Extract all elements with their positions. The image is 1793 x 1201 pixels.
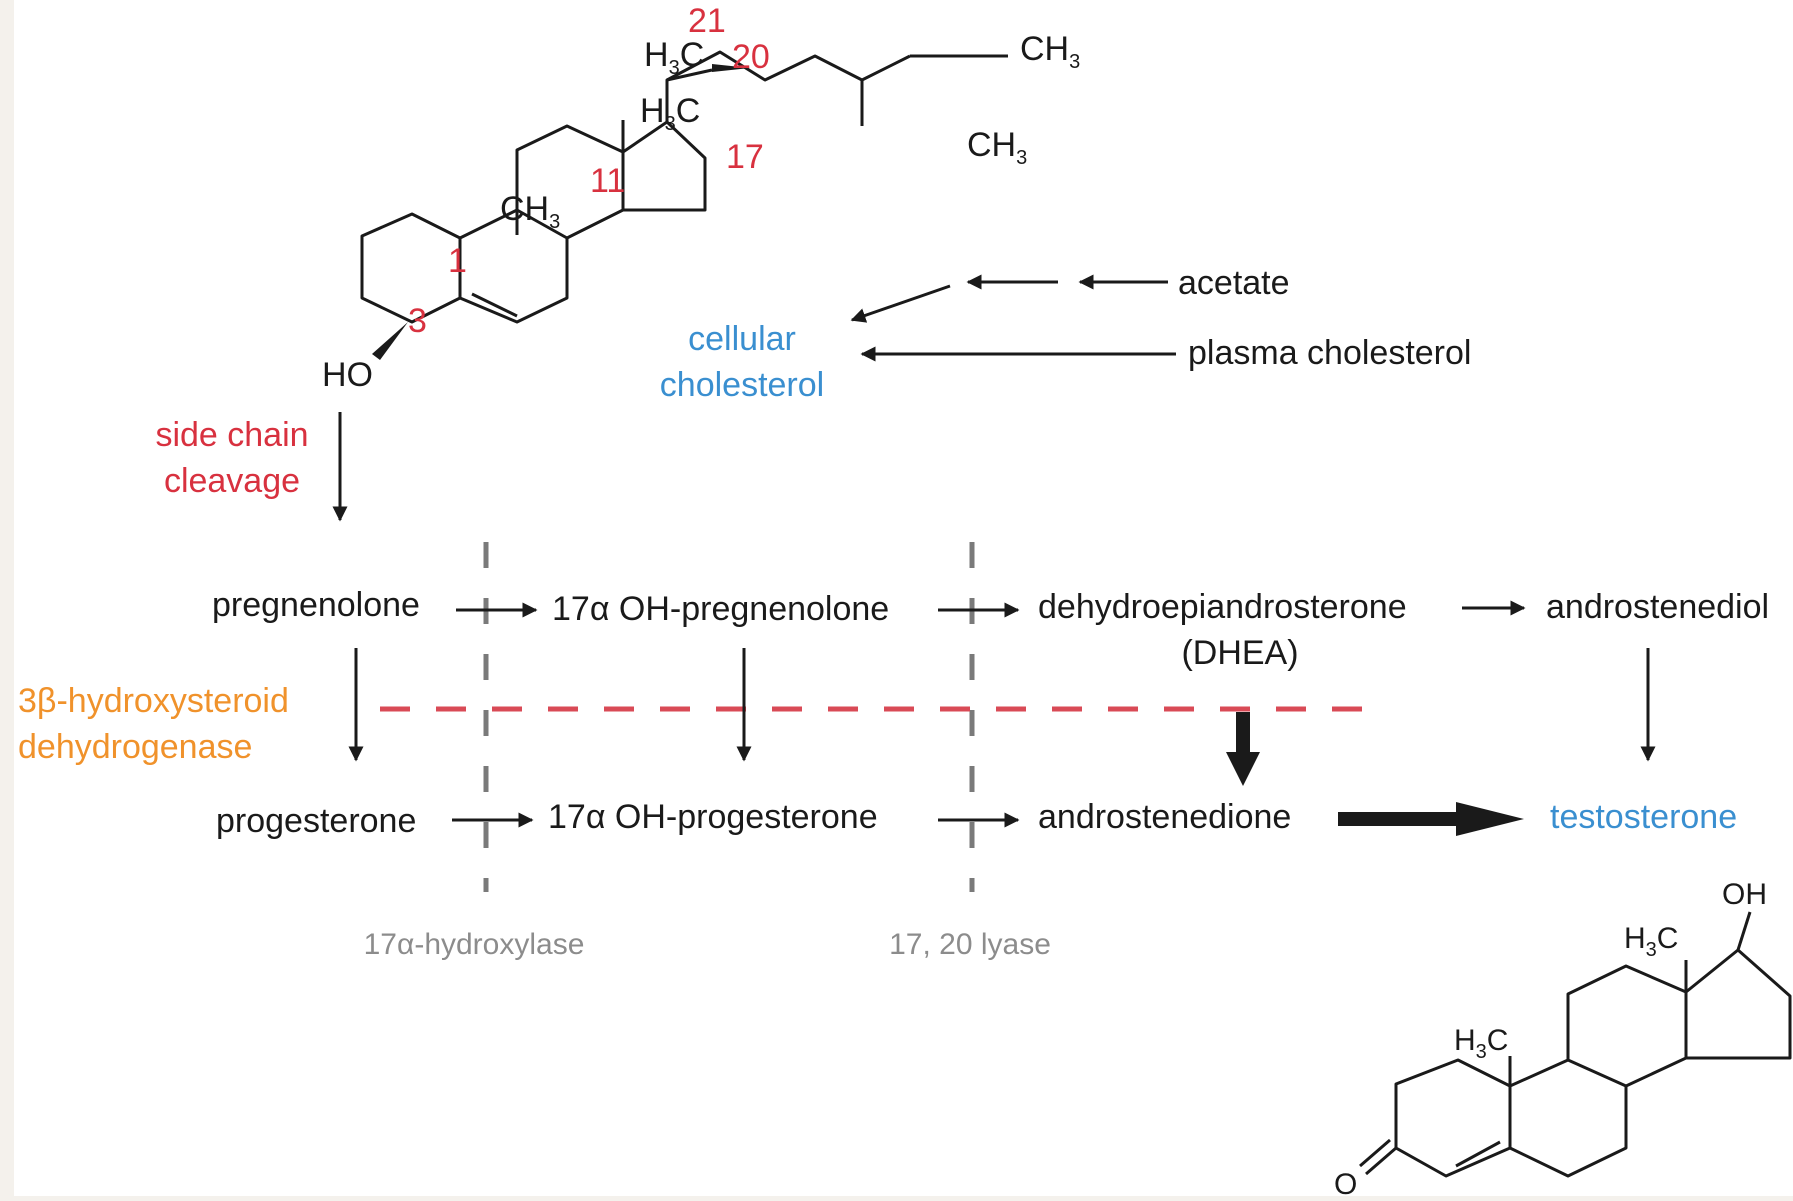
hsd-label-line1: 3β-hydroxysteroid bbox=[18, 682, 289, 720]
t-ring-c bbox=[1566, 964, 1688, 1088]
plasma-cholesterol-label: plasma cholesterol bbox=[1188, 334, 1471, 372]
ring-b bbox=[459, 208, 569, 324]
lyase-label: 17, 20 lyase bbox=[889, 928, 1051, 961]
cellular-cholesterol-label-line2: cholesterol bbox=[660, 366, 824, 404]
progesterone-label: progesterone bbox=[216, 802, 416, 840]
pregnenolone-label: pregnenolone bbox=[212, 586, 420, 624]
t-oh-bond bbox=[1736, 911, 1752, 951]
c13-methyl-label: H3C bbox=[640, 92, 700, 135]
oh-progesterone-label: 17α OH-progesterone bbox=[548, 798, 878, 836]
t-c10-methyl-label: H3C bbox=[1454, 1024, 1508, 1063]
ring-d bbox=[622, 120, 707, 212]
hydroxylase-label: 17α-hydroxylase bbox=[364, 928, 585, 961]
pathway-row-delta4: progesterone 17α OH-progesterone androst… bbox=[216, 798, 1291, 840]
androstenedione-label: androstenedione bbox=[1038, 798, 1291, 836]
ring-number-21: 21 bbox=[688, 2, 726, 40]
t-ring-a-double-bond bbox=[1455, 1140, 1501, 1168]
t-ring-d bbox=[1685, 948, 1792, 1060]
diagram-panel bbox=[14, 0, 1793, 1196]
ho-label: HO bbox=[322, 356, 373, 394]
testosterone-group-labels: OH H3C H3C O bbox=[1334, 878, 1767, 1201]
ring-number-20: 20 bbox=[732, 38, 770, 76]
side-chain-ch3-top-label: CH3 bbox=[1020, 30, 1080, 73]
ring-number-labels: 1 3 11 17 20 21 bbox=[408, 2, 770, 340]
acetate-label: acetate bbox=[1178, 264, 1290, 302]
androstenedione-to-testosterone-arrow-head bbox=[1456, 802, 1524, 836]
c21-bond bbox=[666, 68, 713, 82]
t-oh-label: OH bbox=[1722, 878, 1767, 911]
t-c13-methyl-label: H3C bbox=[1624, 922, 1678, 961]
vertical-conversion-arrows bbox=[348, 648, 1656, 762]
dhea-to-androstenedione-arrow-shaft bbox=[1236, 712, 1250, 758]
ring-number-3: 3 bbox=[408, 302, 427, 340]
cholesterol-group-labels: HO CH3 H3C H3C CH3 CH3 bbox=[322, 30, 1080, 394]
source-arrows bbox=[850, 274, 1176, 362]
t-oxygen-label: O bbox=[1334, 1168, 1357, 1196]
cholesterol-structure bbox=[360, 50, 1008, 324]
side-chain-cleavage-label-line1: side chain bbox=[155, 416, 308, 454]
t-ring-b bbox=[1509, 1058, 1628, 1178]
dhea-to-androstenedione-arrow-head bbox=[1226, 752, 1260, 786]
ring-number-11: 11 bbox=[590, 162, 625, 200]
ring-c bbox=[515, 124, 625, 240]
c10-methyl-label: CH3 bbox=[500, 190, 560, 233]
pathway-row-delta5: pregnenolone 17α OH-pregnenolone dehydro… bbox=[212, 586, 1769, 672]
testosterone-structure bbox=[1359, 911, 1792, 1178]
cellular-cholesterol-label-line1: cellular bbox=[688, 320, 796, 358]
testosterone-label: testosterone bbox=[1550, 798, 1737, 836]
hsd-label-line2: dehydrogenase bbox=[18, 728, 252, 766]
dhea-abbrev-label: (DHEA) bbox=[1181, 634, 1298, 672]
ring-number-1: 1 bbox=[448, 242, 467, 280]
dhea-label: dehydroepiandrosterone bbox=[1038, 588, 1407, 626]
ring-b-double-bond bbox=[471, 292, 518, 318]
side-chain-ch3-bottom-label: CH3 bbox=[967, 126, 1027, 169]
ho-wedge-bond bbox=[372, 322, 408, 360]
side-chain-cleavage-label-line2: cleavage bbox=[164, 462, 300, 500]
ring-number-17: 17 bbox=[726, 138, 764, 176]
t-carbonyl-bond-2 bbox=[1359, 1138, 1391, 1168]
row1-arrows bbox=[456, 600, 1526, 618]
oh-pregnenolone-label: 17α OH-pregnenolone bbox=[552, 590, 889, 628]
c21-methyl-label: H3C bbox=[644, 36, 704, 79]
c20-wedge-bond bbox=[712, 64, 750, 72]
t-carbonyl-bond bbox=[1365, 1146, 1397, 1176]
androstenedione-to-testosterone-arrow-shaft bbox=[1338, 812, 1462, 826]
acetate-arrow-3 bbox=[850, 284, 951, 323]
androstenediol-label: androstenediol bbox=[1546, 588, 1769, 626]
